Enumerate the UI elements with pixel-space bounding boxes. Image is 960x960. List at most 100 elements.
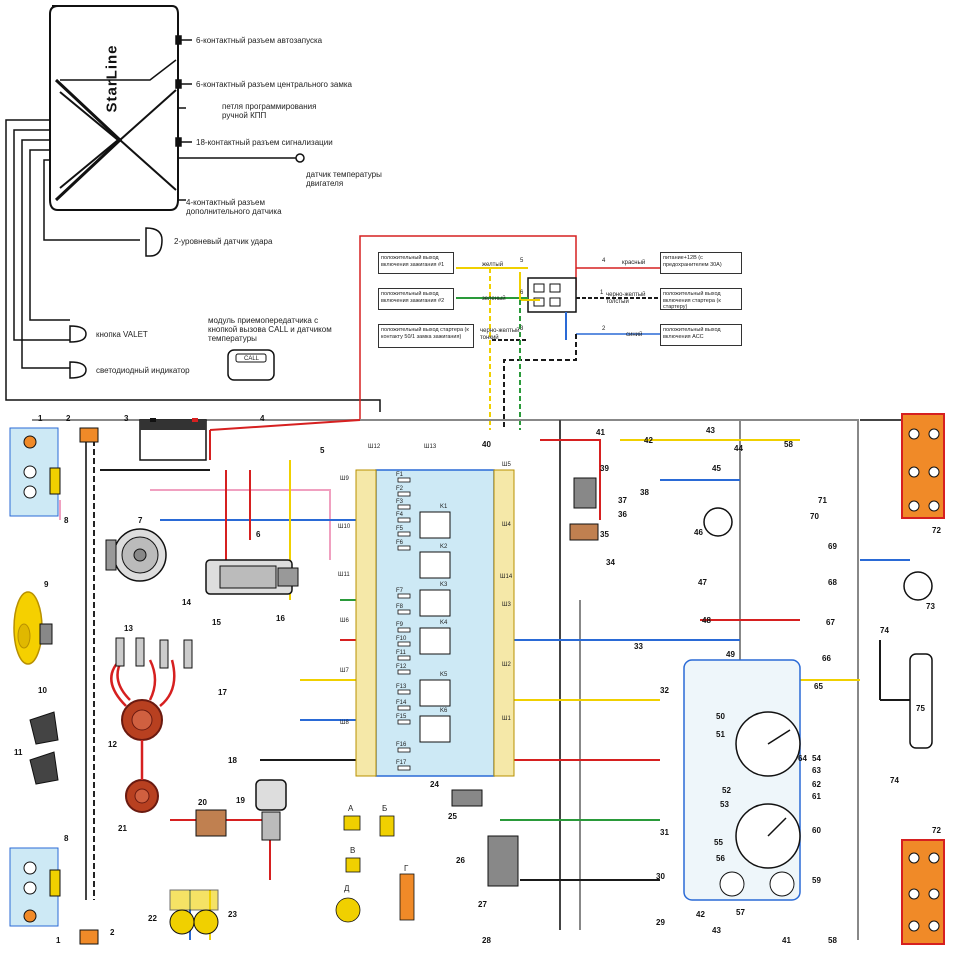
- pin-4: 4: [602, 258, 606, 264]
- conn-sh7: Ш7: [340, 668, 349, 674]
- callout-3: 3: [124, 414, 129, 423]
- callout-8b: 8: [64, 834, 69, 843]
- wire-yellow: желтый: [482, 262, 504, 268]
- callout-67: 67: [826, 618, 835, 627]
- label-led: светодиодный индикатор: [96, 366, 190, 375]
- callout-71: 71: [818, 496, 827, 505]
- callout-6: 6: [256, 530, 261, 539]
- label-alarm-connector: 18-контактный разъем сигнализации: [196, 138, 333, 147]
- callout-21: 21: [118, 824, 127, 833]
- fuse-f17: F17: [396, 760, 407, 766]
- fuse-f2: F2: [396, 486, 404, 492]
- callout-58: 58: [784, 440, 793, 449]
- callout-23: 23: [228, 910, 237, 919]
- clock-icon: [703, 507, 733, 537]
- fuse-f16: F16: [396, 742, 407, 748]
- callout-73: 73: [926, 602, 935, 611]
- conn-sh1: Ш1: [502, 716, 511, 722]
- callout-33: 33: [634, 642, 643, 651]
- callout-31: 31: [660, 828, 669, 837]
- callout-12: 12: [108, 740, 117, 749]
- relay-25: [451, 789, 483, 807]
- callout-53: 53: [720, 800, 729, 809]
- conn-sh10: Ш10: [338, 524, 351, 530]
- callout-4: 4: [260, 414, 265, 423]
- heater-motor: [573, 477, 597, 509]
- callout-7: 7: [138, 516, 143, 525]
- pin-5: 5: [520, 258, 524, 264]
- conn-sh5: Ш5: [502, 462, 511, 468]
- wire-blue: синий: [626, 332, 643, 338]
- callout-70: 70: [810, 512, 819, 521]
- legend-d: Д: [344, 884, 350, 893]
- callout-48: 48: [702, 616, 711, 625]
- wire-green: зеленый: [482, 296, 506, 302]
- fuse-f10: F10: [396, 636, 407, 642]
- callout-65: 65: [814, 682, 823, 691]
- relay-k3: K3: [440, 582, 448, 588]
- callout-45: 45: [712, 464, 721, 473]
- callout-60: 60: [812, 826, 821, 835]
- callout-28: 28: [482, 936, 491, 945]
- label-module: модуль приемопередатчика с кнопкой вызов…: [208, 316, 332, 343]
- label-extra-sensor: 4-контактный разъем дополнительного датч…: [186, 198, 282, 216]
- legend-v: В: [350, 846, 356, 855]
- callout-17: 17: [218, 688, 227, 697]
- callout-20: 20: [198, 798, 207, 807]
- battery: [139, 418, 207, 461]
- fuse-f9: F9: [396, 622, 404, 628]
- callout-75: 75: [916, 704, 925, 713]
- callout-30: 30: [656, 872, 665, 881]
- callout-41b: 41: [782, 936, 791, 945]
- wire-black-yellow-thin: черно-желтый тонкий: [480, 328, 520, 341]
- rear-lamp-top-right: [901, 413, 945, 519]
- callout-35: 35: [600, 530, 609, 539]
- call-button: CALL: [244, 356, 260, 362]
- relay-k4: K4: [440, 620, 448, 626]
- callout-1b: 1: [56, 936, 61, 945]
- callout-44: 44: [734, 444, 743, 453]
- callout-55: 55: [714, 838, 723, 847]
- conn-sh2: Ш2: [502, 662, 511, 668]
- shock-sensor-icon: [145, 227, 163, 257]
- wire-black-yellow-thick: черно-желтый толстый: [606, 292, 646, 305]
- conn-sh9: Ш9: [340, 476, 349, 482]
- label-prog-loop: петля программирования ручной КПП: [222, 102, 317, 120]
- conn-sh6: Ш6: [340, 618, 349, 624]
- callout-47: 47: [698, 578, 707, 587]
- callout-56: 56: [716, 854, 725, 863]
- callout-46: 46: [694, 528, 703, 537]
- distributor: [110, 659, 176, 741]
- callout-13: 13: [124, 624, 133, 633]
- relay-k1: K1: [440, 504, 448, 510]
- fuse-f3: F3: [396, 499, 404, 505]
- conn-sh12: Ш12: [368, 444, 381, 450]
- rear-lamp-bottom-right: [901, 839, 945, 945]
- ign-box-1: положительный выход включения зажигания …: [378, 252, 454, 274]
- ignition-connector: [359, 235, 660, 430]
- conn-sh3: Ш3: [502, 602, 511, 608]
- callout-66: 66: [822, 654, 831, 663]
- relay-k5: K5: [440, 672, 448, 678]
- callout-49: 49: [726, 650, 735, 659]
- callout-74b: 74: [890, 776, 899, 785]
- callout-61: 61: [812, 792, 821, 801]
- wiper-motor: [255, 779, 287, 841]
- callout-27: 27: [478, 900, 487, 909]
- callout-15: 15: [212, 618, 221, 627]
- callout-64: 64: [798, 754, 807, 763]
- callout-72b: 72: [932, 826, 941, 835]
- washer-pumps: [169, 889, 219, 935]
- callout-9: 9: [44, 580, 49, 589]
- relay-k6: K6: [440, 708, 448, 714]
- label-shock-sensor: 2-уровневый датчик удара: [174, 237, 273, 246]
- callout-18: 18: [228, 756, 237, 765]
- callout-11: 11: [14, 748, 23, 757]
- callout-16: 16: [276, 614, 285, 623]
- fuse-f5: F5: [396, 526, 404, 532]
- callout-2: 2: [66, 414, 71, 423]
- label-autostart: 6-контактный разъем автозапуска: [196, 36, 323, 45]
- pin-3: 3: [520, 326, 524, 332]
